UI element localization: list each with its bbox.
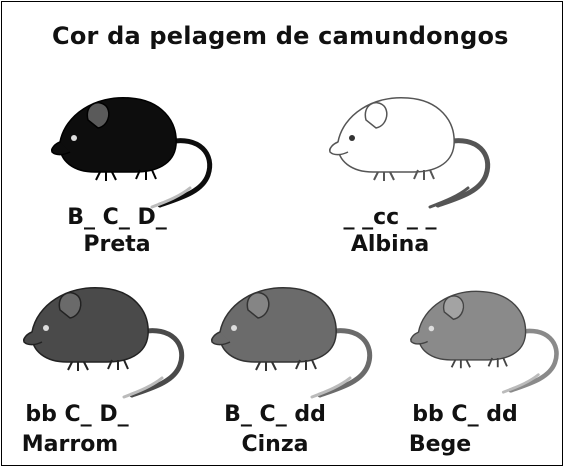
body <box>337 97 455 173</box>
tail <box>317 328 373 398</box>
mouse-black <box>51 97 213 209</box>
hind-feet <box>135 169 157 180</box>
snout <box>329 141 349 156</box>
figure-title: Cor da pelagem de camundongos <box>52 22 509 50</box>
ear <box>364 101 388 129</box>
ear <box>58 291 82 319</box>
hind-feet <box>107 359 129 370</box>
snout <box>51 141 71 156</box>
body <box>59 97 177 173</box>
phenotype-beige: Bege <box>408 432 472 457</box>
hind-feet <box>413 169 435 180</box>
genotype-beige: bb C_ dd <box>412 402 518 427</box>
snout <box>23 331 43 346</box>
snout <box>410 331 428 345</box>
tail-tip <box>310 376 352 399</box>
ear <box>442 295 465 321</box>
eye <box>428 325 435 332</box>
mouse-brown <box>23 287 185 399</box>
hind-feet <box>295 359 317 370</box>
genotype-albino: _ _cc _ _ <box>343 205 437 230</box>
body <box>417 290 527 361</box>
phenotype-albino: Albina <box>350 232 430 257</box>
phenotype-black: Preta <box>83 232 151 257</box>
mouse-albino <box>329 97 491 209</box>
genotype-gray: B_ C_ dd <box>224 402 326 427</box>
tail <box>157 138 213 208</box>
tail <box>129 328 185 398</box>
tail-tip <box>428 186 470 209</box>
body <box>219 287 337 363</box>
tail-tip <box>122 376 164 399</box>
ear <box>246 291 270 319</box>
tail-tip <box>150 186 192 209</box>
genotype-black: B_ C_ D_ <box>67 205 167 230</box>
front-feet <box>255 361 277 371</box>
snout <box>211 331 231 346</box>
eye <box>349 135 355 141</box>
tail <box>508 328 559 393</box>
front-feet <box>373 171 395 181</box>
mouse-gray <box>211 287 373 399</box>
tail <box>435 138 491 208</box>
mouse-beige <box>410 290 559 394</box>
body <box>31 287 149 363</box>
genotype-brown: bb C_ D_ <box>25 402 129 427</box>
eye <box>231 325 237 331</box>
hind-feet <box>487 357 508 368</box>
front-feet <box>67 361 89 371</box>
eye <box>43 325 49 331</box>
tail-tip <box>501 373 540 394</box>
phenotype-brown: Marrom <box>21 432 119 457</box>
eye <box>71 135 77 141</box>
front-feet <box>95 171 117 181</box>
phenotype-gray: Cinza <box>241 432 309 457</box>
ear <box>86 101 110 129</box>
front-feet <box>450 359 471 369</box>
